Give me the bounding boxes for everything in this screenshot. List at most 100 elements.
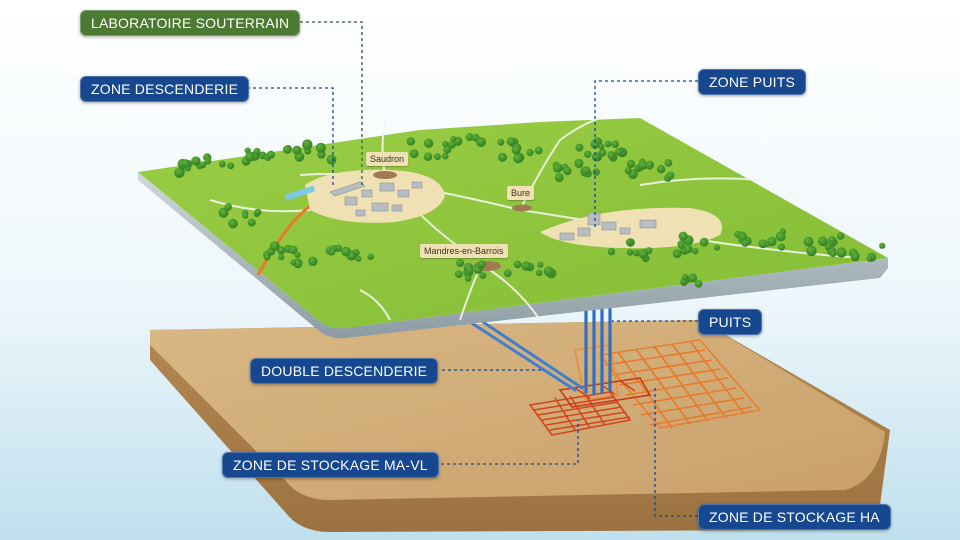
tree [582,166,591,175]
tree [511,145,521,155]
tree [607,151,616,160]
tree [442,140,449,148]
tree [592,168,600,176]
tree [818,236,828,247]
tree [227,162,235,170]
tree [283,145,292,154]
tree [879,242,886,249]
tree [466,267,474,274]
storage-zone-ha [574,339,762,429]
town-bure: Bure [507,186,535,200]
tree [688,273,698,283]
tree [513,153,523,164]
tree [632,249,640,257]
tree [253,147,261,155]
town-saudron: Saudron [366,152,409,166]
label-zone-descenderie: ZONE DESCENDERIE [80,76,250,102]
tree [199,161,207,169]
tree-groups [174,133,886,288]
tree [308,256,318,266]
tree [850,252,860,262]
tree [367,253,374,260]
tree [699,237,709,247]
tree [242,212,249,219]
tree [513,260,522,269]
tree [433,153,441,161]
tree [292,145,302,155]
tree [543,266,554,277]
tree [574,158,584,168]
tree [341,246,351,257]
tree [552,163,563,173]
tree [245,152,255,162]
tree [664,159,673,167]
tree [584,150,592,158]
tree [575,143,584,152]
tree [294,251,301,258]
tree [778,243,785,251]
tree [355,255,362,262]
tree [775,231,786,242]
tree [645,160,654,170]
tree [836,247,847,258]
tree [638,248,649,259]
tree [590,139,600,149]
tree [302,139,313,150]
tree [506,137,516,146]
tree [738,232,748,241]
tree [288,245,298,255]
tree [526,148,534,157]
tree [503,269,512,278]
tree [498,152,507,162]
tree [218,207,229,218]
tree [247,218,256,227]
tree [866,255,873,262]
tree [626,159,636,168]
storage-zone-mavl [528,377,652,436]
tree [611,140,619,148]
tree [181,159,190,168]
tree [677,241,685,249]
tree [228,218,238,229]
tree [767,236,777,247]
label-zone-puits: ZONE PUITS [698,69,807,95]
tree [326,154,337,165]
tree [191,156,201,166]
tree [497,138,505,146]
tree [672,249,682,258]
tree [666,171,675,180]
tree [604,140,612,148]
tree [479,272,487,279]
tree [803,236,814,247]
double-descenderie [468,318,584,392]
leader-line-green [300,21,363,188]
access-road [256,198,319,276]
tree [456,259,465,267]
tree [625,238,633,246]
tree [174,167,185,178]
tree [465,133,474,141]
tree [443,145,452,154]
tree [476,137,486,148]
site-areas [284,169,722,249]
tree [681,273,689,281]
tree [656,165,666,174]
tree [825,243,832,250]
tree [204,157,212,165]
tree [534,146,543,155]
tree [441,152,449,160]
tree [554,173,564,183]
tree [806,245,817,257]
tree [607,247,616,256]
tree [465,275,472,282]
tree [598,143,605,150]
shafts [584,303,612,396]
label-puits: PUITS [698,309,763,335]
label-zone-stockage-mavl: ZONE DE STOCKAGE MA-VL [222,452,439,478]
tree [829,250,837,258]
tree [758,239,768,249]
surface-slab [138,118,888,339]
tree [450,136,457,142]
tree [678,231,688,241]
tree [254,208,262,216]
